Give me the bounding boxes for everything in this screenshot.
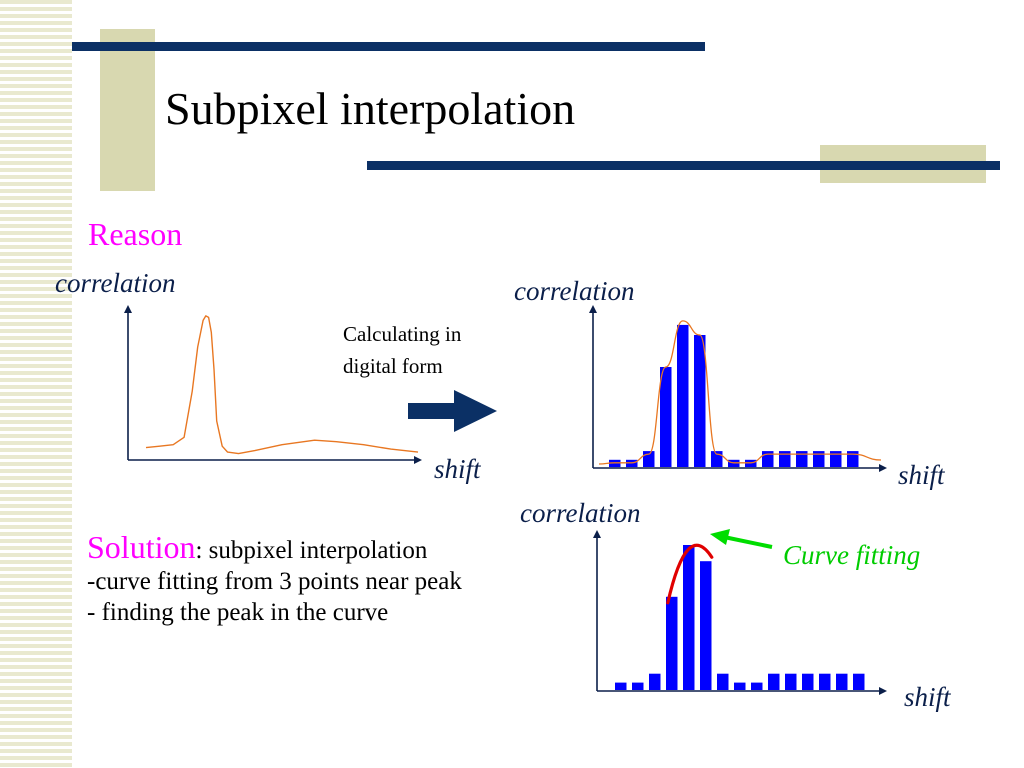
correlation-bar [615, 682, 627, 690]
correlation-bar [796, 451, 808, 467]
title-bottom-rule [367, 161, 1000, 170]
correlation-bar [694, 335, 706, 467]
correlation-bar [813, 451, 825, 467]
left-stripe-decoration [0, 0, 72, 768]
solution-line-2: - finding the peak in the curve [87, 599, 389, 626]
correlation-bar [830, 451, 842, 467]
plot2-ylabel: correlation [514, 276, 635, 306]
plot3-xlabel: shift [904, 682, 951, 712]
title-tan-block [100, 29, 155, 191]
correlation-bar [677, 324, 689, 467]
correlation-bar [847, 451, 859, 467]
correlation-bar [660, 367, 672, 467]
correlation-curve [145, 315, 419, 455]
plot3-chart [593, 530, 887, 695]
correlation-bar [632, 682, 644, 690]
y-axis-arrowhead [589, 305, 597, 313]
correlation-bar [785, 673, 797, 690]
right-arrow-shape [408, 390, 497, 432]
reason-heading: Reason [88, 216, 183, 252]
y-axis-arrowhead [124, 305, 132, 313]
plot1-chart [124, 305, 422, 464]
correlation-bar [717, 673, 729, 690]
correlation-bar [762, 451, 774, 467]
fitted-parabola [666, 543, 714, 605]
correlation-bar [751, 682, 763, 690]
correlation-bar [683, 545, 695, 690]
curve-fitting-label: Curve fitting [783, 540, 921, 570]
right-arrow-icon [408, 390, 497, 432]
note-line-1: Calculating in [343, 322, 462, 346]
correlation-bar [853, 673, 865, 690]
pointer-shaft [723, 535, 773, 549]
slide-title: Subpixel interpolation [165, 83, 576, 134]
x-axis-arrowhead [414, 456, 422, 464]
correlation-bar [819, 673, 831, 690]
correlation-bar [711, 451, 723, 467]
correlation-bar [728, 459, 740, 468]
digital-form-note: Calculating in digital form [343, 318, 461, 382]
correlation-bar [734, 682, 746, 690]
correlation-bar [768, 673, 780, 690]
solution-first-line: Solution: subpixel interpolation [87, 529, 557, 566]
correlation-bar [649, 673, 661, 690]
solution-line-1: -curve fitting from 3 points near peak [87, 568, 462, 595]
solution-word: Solution [87, 529, 196, 565]
correlation-bar [836, 673, 848, 690]
note-line-2: digital form [343, 354, 443, 378]
x-axis-arrowhead [879, 687, 887, 695]
pointer-head [710, 529, 730, 545]
correlation-bar [802, 673, 814, 690]
interpolated-curve [598, 320, 882, 465]
solution-text: Solution: subpixel interpolation -curve … [87, 529, 557, 628]
plot2-chart [589, 305, 887, 472]
plot1-xlabel: shift [434, 454, 481, 484]
correlation-bar [626, 459, 638, 468]
y-axis-arrowhead [593, 530, 601, 538]
correlation-bar [779, 451, 791, 467]
correlation-bar [643, 451, 655, 467]
plot3-ylabel: correlation [520, 498, 641, 528]
solution-rest: : subpixel interpolation [195, 537, 428, 564]
correlation-bar [666, 596, 678, 690]
plot2-xlabel: shift [898, 460, 945, 490]
correlation-bar [700, 561, 712, 690]
plot1-ylabel: correlation [55, 268, 176, 298]
x-axis-arrowhead [879, 464, 887, 472]
curve-fitting-pointer [710, 529, 773, 549]
correlation-bar [745, 459, 757, 468]
title-top-rule [72, 42, 705, 51]
